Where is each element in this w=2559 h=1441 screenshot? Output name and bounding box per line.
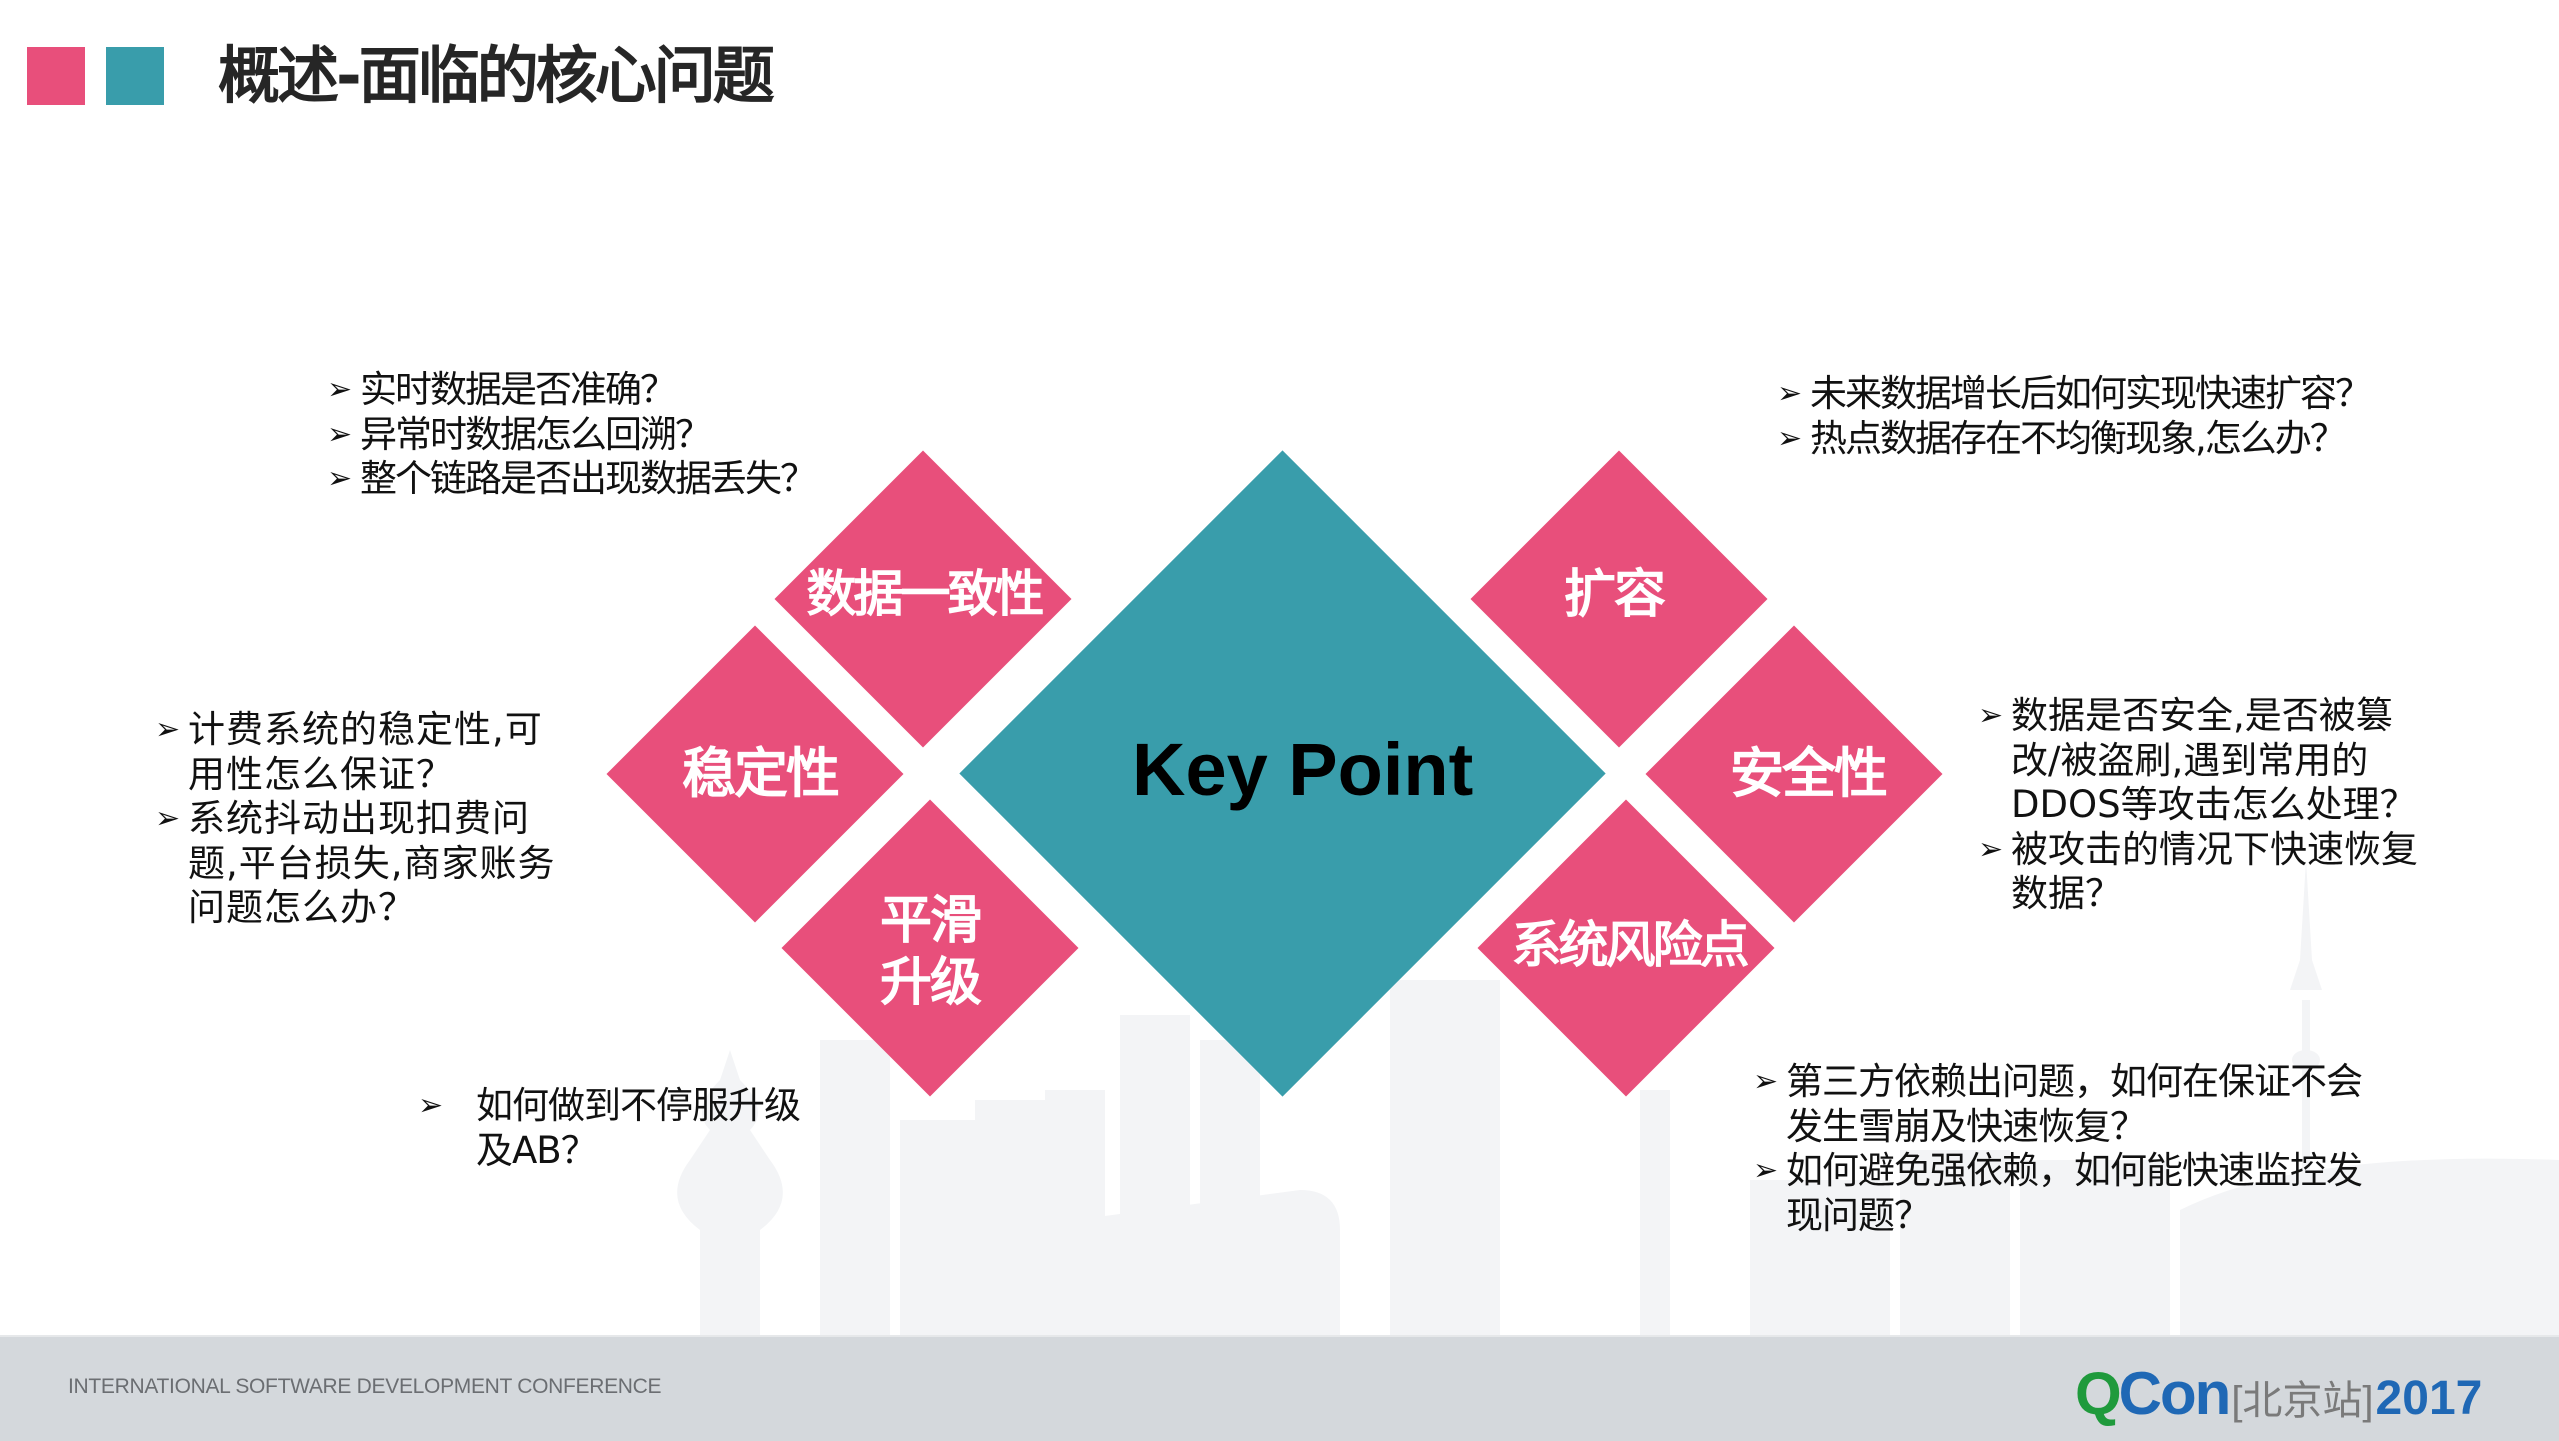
diamond-stability-label: 稳定性 bbox=[682, 742, 840, 805]
note-item: ➢实时数据是否准确？ bbox=[327, 368, 677, 411]
notes-smooth-upgrade: ➢如何做到不停服升级及AB？ bbox=[418, 1084, 801, 1173]
bullet-arrow-icon: ➢ bbox=[1753, 1153, 1778, 1188]
conference-name: INTERNATIONAL SOFTWARE DEVELOPMENT CONFE… bbox=[68, 1375, 662, 1398]
logo-q: Q bbox=[2075, 1360, 2122, 1427]
notes-system-risk: ➢第三方依赖出问题，如何在保证不会发生雪崩及快速恢复？ ➢如何避免强依赖，如何能… bbox=[1753, 1060, 2363, 1238]
note-item: ➢第三方依赖出问题，如何在保证不会发生雪崩及快速恢复？ bbox=[1753, 1060, 2363, 1148]
header-accent-teal-square bbox=[106, 47, 164, 105]
logo-year: 2017 bbox=[2375, 1372, 2483, 1425]
bullet-arrow-icon: ➢ bbox=[418, 1088, 443, 1123]
diamond-data-consistency-label: 数据一致性 bbox=[806, 565, 1045, 623]
notes-stability: ➢计费系统的稳定性,可用性怎么保证？ ➢系统抖动出现扣费问题,平台损失,商家账务… bbox=[155, 708, 556, 931]
bullet-arrow-icon: ➢ bbox=[327, 416, 352, 452]
page-title: 概述-面临的核心问题 bbox=[218, 39, 775, 112]
bullet-arrow-icon: ➢ bbox=[327, 461, 352, 496]
logo-city: [北京站] bbox=[2231, 1379, 2374, 1423]
diamond-smooth-upgrade-label-line2: 升级 bbox=[879, 953, 982, 1013]
note-item: ➢异常时数据怎么回溯？ bbox=[327, 412, 712, 456]
diamond-smooth-upgrade-label: 平滑 升级 bbox=[860, 890, 1000, 1014]
bullet-arrow-icon: ➢ bbox=[155, 801, 182, 836]
diamond-security-label: 安全性 bbox=[1730, 742, 1888, 805]
note-item: ➢未来数据增长后如何实现快速扩容？ bbox=[1777, 372, 2372, 415]
note-item: ➢系统抖动出现扣费问题,平台损失,商家账务问题怎么办？ bbox=[155, 797, 556, 929]
bullet-arrow-icon: ➢ bbox=[1777, 376, 1802, 411]
notes-scaling: ➢未来数据增长后如何实现快速扩容？ ➢热点数据存在不均衡现象,怎么办？ bbox=[1777, 372, 2372, 461]
header-accent-pink-square bbox=[27, 47, 85, 105]
note-item: ➢整个链路是否出现数据丢失？ bbox=[327, 457, 817, 500]
logo-con: Con bbox=[2118, 1360, 2232, 1427]
diamond-system-risk-label: 系统风险点 bbox=[1511, 916, 1750, 974]
bullet-arrow-icon: ➢ bbox=[1978, 831, 2004, 867]
note-item: ➢热点数据存在不均衡现象,怎么办？ bbox=[1777, 416, 2347, 460]
bullet-arrow-icon: ➢ bbox=[155, 712, 182, 747]
center-diamond-label: Key Point bbox=[1132, 728, 1474, 811]
note-item: ➢被攻击的情况下快速恢复数据？ bbox=[1978, 827, 2418, 916]
bullet-arrow-icon: ➢ bbox=[1978, 698, 2004, 733]
note-item: ➢如何避免强依赖，如何能快速监控发现问题？ bbox=[1753, 1149, 2363, 1237]
note-item: ➢如何做到不停服升级及AB？ bbox=[418, 1084, 801, 1172]
bullet-arrow-icon: ➢ bbox=[1753, 1064, 1778, 1099]
bullet-arrow-icon: ➢ bbox=[327, 372, 352, 407]
bullet-arrow-icon: ➢ bbox=[1777, 420, 1802, 456]
diamond-smooth-upgrade-label-line1: 平滑 bbox=[879, 891, 982, 951]
qcon-logo: Q Con [北京站] 2017 bbox=[2075, 1359, 2482, 1427]
note-item: ➢计费系统的稳定性,可用性怎么保证？ bbox=[155, 708, 543, 796]
diamond-scaling-label: 扩容 bbox=[1563, 565, 1666, 625]
notes-data-consistency: ➢实时数据是否准确？ ➢异常时数据怎么回溯？ ➢整个链路是否出现数据丢失？ bbox=[327, 368, 817, 502]
footer-bar: INTERNATIONAL SOFTWARE DEVELOPMENT CONFE… bbox=[0, 1335, 2559, 1441]
